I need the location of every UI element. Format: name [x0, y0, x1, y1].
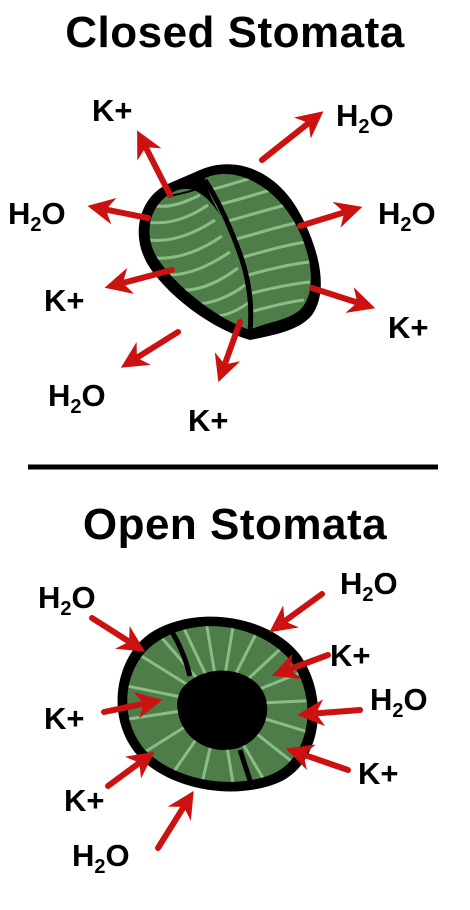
label-k-left: K+: [44, 283, 85, 318]
label-k-right-open: K+: [358, 756, 399, 791]
closed-stomata-title: Closed Stomata: [65, 8, 405, 57]
closed-stomata-cell: [138, 164, 321, 340]
label-k-left-open: K+: [44, 701, 85, 736]
arrow-out-k-bottom: [214, 319, 243, 383]
label-h2o-bottom-left: H2O: [48, 378, 106, 418]
arrow-in-h2o-bottom: [155, 790, 194, 851]
label-k-top: K+: [92, 93, 133, 128]
arrow-in-h2o-top-right: [269, 591, 325, 633]
open-arrows: [89, 591, 363, 851]
arrow-out-h2o-top-right: [259, 111, 324, 163]
label-h2o-bottom-open: H2O: [72, 838, 130, 878]
label-h2o-top-right: H2O: [336, 98, 394, 138]
arrow-in-h2o-right: [297, 699, 363, 727]
stomatal-pore: [177, 670, 268, 750]
arrow-in-k-left: [101, 692, 163, 719]
arrow-in-k-bottom-left: [105, 751, 155, 789]
label-h2o-top-left: H2O: [38, 580, 96, 620]
open-stomata-cell: [117, 616, 319, 792]
closed-arrows: [87, 111, 376, 383]
label-h2o-left: H2O: [8, 196, 66, 236]
label-k-bottom: K+: [188, 403, 229, 438]
label-h2o-right-open: H2O: [370, 682, 428, 722]
label-k-right: K+: [388, 310, 429, 345]
arrow-out-h2o-bottom-left: [120, 329, 181, 368]
arrow-in-k-right: [285, 744, 351, 773]
label-h2o-right: H2O: [378, 196, 436, 236]
arrow-out-k-left: [104, 267, 175, 294]
arrow-in-k-top-right: [271, 652, 331, 680]
open-stomata-title: Open Stomata: [82, 500, 388, 549]
label-k-top-right-open: K+: [330, 638, 371, 673]
label-k-bottom-left-open: K+: [64, 783, 105, 818]
arrow-out-k-right: [309, 285, 376, 313]
label-h2o-top-right-open: H2O: [340, 566, 398, 606]
arrow-out-h2o-right: [297, 201, 363, 229]
arrow-out-h2o-left: [87, 197, 151, 225]
arrow-out-k-top: [137, 130, 173, 198]
arrow-in-h2o-top-left: [89, 615, 146, 652]
